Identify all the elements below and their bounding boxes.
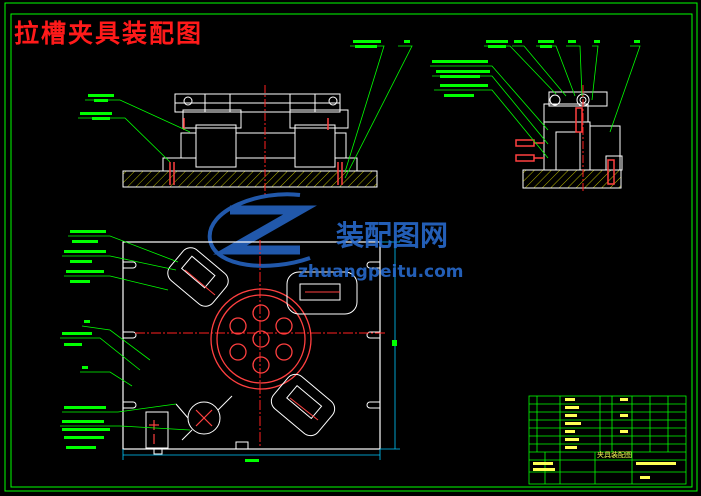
watermark-en: zhuangpeitu.com: [298, 262, 464, 282]
watermark-logo: [207, 192, 317, 268]
top-view: [60, 230, 400, 462]
side-view: [430, 40, 641, 192]
watermark-cn: 装配图网: [336, 219, 449, 252]
titleblock-name: 夹具装配图: [597, 451, 632, 459]
front-view: [78, 40, 413, 195]
side-base-hatch: [522, 169, 622, 189]
drawing-title: 拉槽夹具装配图: [14, 19, 204, 48]
drawing-frame: [4, 2, 698, 492]
title-block: [528, 395, 687, 485]
front-base-hatch: [122, 170, 378, 188]
